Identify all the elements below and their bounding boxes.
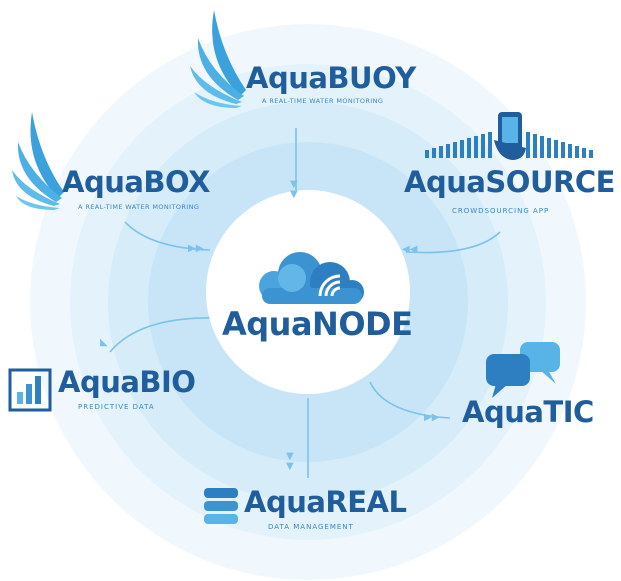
- connector-aquasource: [405, 231, 501, 254]
- arrow-right-aquatic-icon: ▶▶: [424, 412, 440, 423]
- connector-aquabio: [109, 317, 218, 353]
- connector-aquatic: [369, 381, 451, 419]
- connector-lines: [109, 128, 501, 478]
- center-title: AquaNODE: [222, 305, 413, 343]
- aquabox-subtitle: A REAL-TIME WATER MONITORING: [78, 203, 200, 211]
- aquabuoy-subtitle: A REAL-TIME WATER MONITORING: [262, 97, 384, 105]
- arrow-right-aquabox-icon: ▶▶: [188, 243, 204, 254]
- connector-aquabox: [124, 221, 211, 251]
- aquatic-speech-bubbles-icon: [486, 342, 560, 398]
- aquabuoy-wing-icon: [190, 10, 246, 108]
- aquareal-subtitle: DATA MANAGEMENT: [268, 523, 354, 531]
- aquareal-database-stack-icon: [204, 488, 238, 524]
- arrow-left-aquasource-icon: ◀◀: [402, 244, 418, 255]
- aquabuoy-title: AquaBUOY: [246, 61, 416, 95]
- arrow-down-aquareal-2-icon: ▼: [286, 461, 294, 472]
- arrow-down-aquabuoy-icon: ▼: [290, 179, 298, 190]
- aquasource-title: AquaSOURCE: [404, 165, 615, 199]
- arrow-down-aquareal-icon: ▼: [286, 451, 294, 462]
- cloud-wifi-icon: [259, 252, 364, 304]
- aquabio-subtitle: PREDICTIVE DATA: [78, 403, 155, 411]
- arrow-down-aquabuoy-2-icon: ▼: [290, 189, 298, 200]
- aquatic-title: AquaTIC: [462, 395, 594, 429]
- aquabio-bar-chart-icon: [8, 368, 52, 412]
- aquabox-title: AquaBOX: [62, 165, 211, 199]
- aquabox-wing-icon: [12, 112, 65, 210]
- aquasource-subtitle: CROWDSOURCING APP: [452, 207, 550, 215]
- aquasource-phone-waveform-icon: [425, 112, 593, 160]
- aquabio-title: AquaBIO: [58, 365, 196, 399]
- arrow-downleft-aquabio-icon: ◣: [100, 337, 108, 348]
- aquareal-title: AquaREAL: [244, 485, 407, 519]
